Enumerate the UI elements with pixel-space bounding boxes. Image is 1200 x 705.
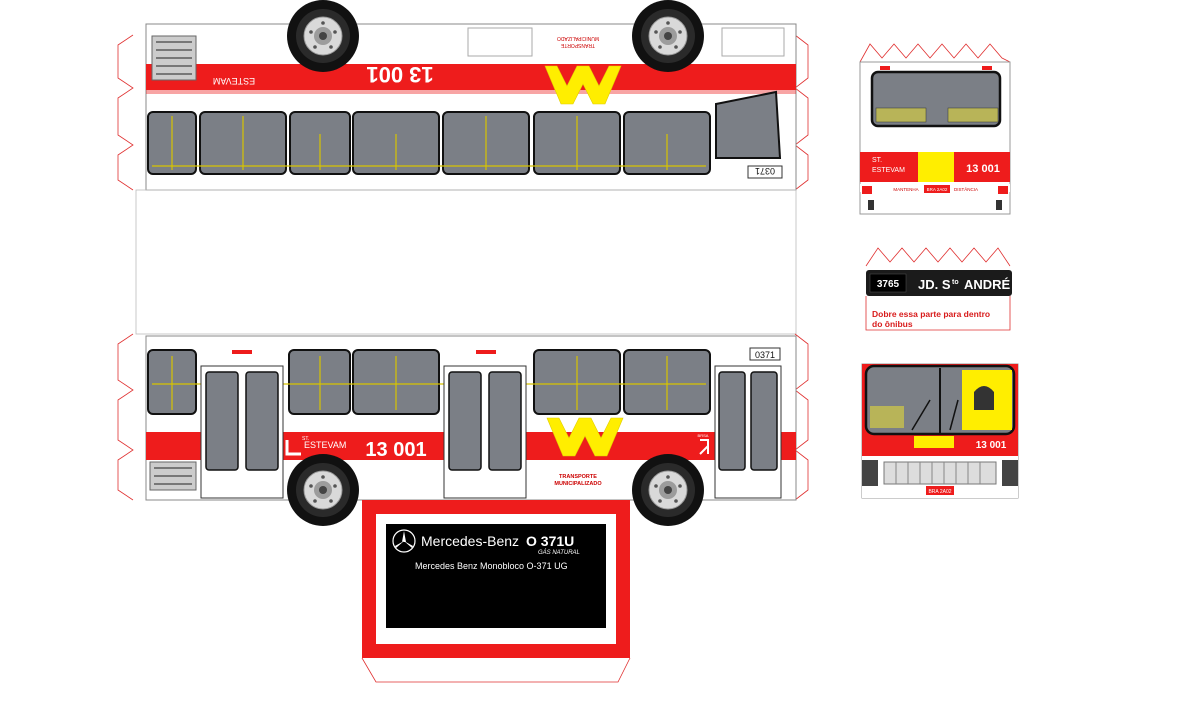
rear-route-label: ESTEVAM bbox=[872, 167, 905, 174]
route-label-bottom: ESTEVAM bbox=[304, 440, 346, 450]
roof-panel bbox=[135, 189, 797, 335]
rear-left-label: MANTENHA bbox=[893, 187, 918, 192]
glue-tab-right bbox=[794, 333, 809, 501]
brand-name: Mercedes-Benz bbox=[421, 533, 519, 549]
base-panel: Mercedes-Benz O 371U GÁS NATURAL Mercede… bbox=[361, 500, 631, 683]
corner-tag: BRSA bbox=[698, 433, 709, 438]
rear-right-label: DISTÂNCIA bbox=[954, 186, 978, 192]
driver-seat-icon bbox=[974, 386, 994, 410]
model-plate-top: 0371 bbox=[755, 166, 775, 176]
operator-line2-bottom: MUNICIPALIZADO bbox=[554, 481, 602, 487]
fuel-label: GÁS NATURAL bbox=[538, 549, 580, 556]
rear-route-prefix: ST. bbox=[872, 157, 882, 164]
fleet-number-top: 13 001 bbox=[366, 62, 433, 87]
operator-line1-top: TRANSPORTE bbox=[560, 42, 595, 48]
window-row-bottom bbox=[147, 349, 711, 415]
rear-view: ST. ESTEVAM 13 001 MANTENHA BRA 2A02 DIS… bbox=[859, 43, 1011, 215]
sign-destination-end: ANDRÉ bbox=[964, 277, 1011, 292]
front-grille bbox=[883, 461, 997, 485]
operator-line2-top: MUNICIPALIZADO bbox=[557, 35, 599, 41]
glue-tab-left bbox=[117, 34, 134, 191]
engine-grille bbox=[151, 35, 197, 81]
sign-instruction-2: do ônibus bbox=[872, 319, 913, 329]
side-panel-top: 13 001 ESTEVAM TRANSPORTE MUNICIPALIZADO… bbox=[117, 0, 809, 191]
red-stripe bbox=[146, 64, 796, 90]
mercedes-star-icon bbox=[392, 529, 416, 553]
wheel-icon bbox=[286, 0, 360, 73]
door-rear bbox=[200, 365, 284, 499]
rear-fleet-number: 13 001 bbox=[966, 163, 1000, 175]
fleet-number-bottom: 13 001 bbox=[365, 439, 426, 461]
operator-line1-bottom: TRANSPORTE bbox=[559, 474, 597, 480]
model-description: Mercedes Benz Monobloco O-371 UG bbox=[415, 561, 568, 571]
rear-plate: BRA 2A02 bbox=[927, 187, 948, 192]
door-front bbox=[714, 365, 782, 499]
model-code: O 371U bbox=[526, 533, 574, 549]
side-panel-bottom: 0371 ST. ESTEVAM 13 001 TRANSPORTE MUNIC… bbox=[117, 333, 809, 527]
sign-instruction-1: Dobre essa parte para dentro bbox=[872, 309, 990, 319]
sign-destination: JD. S bbox=[918, 277, 951, 292]
engine-grille bbox=[149, 461, 197, 491]
front-view: 13 001 BRA 2A02 bbox=[861, 363, 1019, 499]
door-middle bbox=[443, 365, 527, 499]
model-plate-bottom: 0371 bbox=[755, 350, 775, 360]
front-plate: BRA 2A02 bbox=[928, 489, 951, 495]
destination-sign: 3765 JD. S to ANDRÉ Dobre essa parte par… bbox=[865, 247, 1012, 331]
front-fleet-number: 13 001 bbox=[976, 440, 1007, 451]
route-prefix-bottom: ST. bbox=[302, 436, 309, 442]
wheel-icon bbox=[631, 453, 705, 527]
wheel-icon bbox=[631, 0, 705, 73]
wheel-icon bbox=[286, 453, 360, 527]
route-label-top: ESTEVAM bbox=[213, 76, 255, 86]
glue-tab-right bbox=[794, 34, 809, 191]
arrow-logo-icon bbox=[285, 440, 301, 456]
glue-tab-left bbox=[117, 333, 134, 501]
sign-destination-sup: to bbox=[952, 279, 959, 286]
sign-line-number: 3765 bbox=[877, 279, 900, 290]
